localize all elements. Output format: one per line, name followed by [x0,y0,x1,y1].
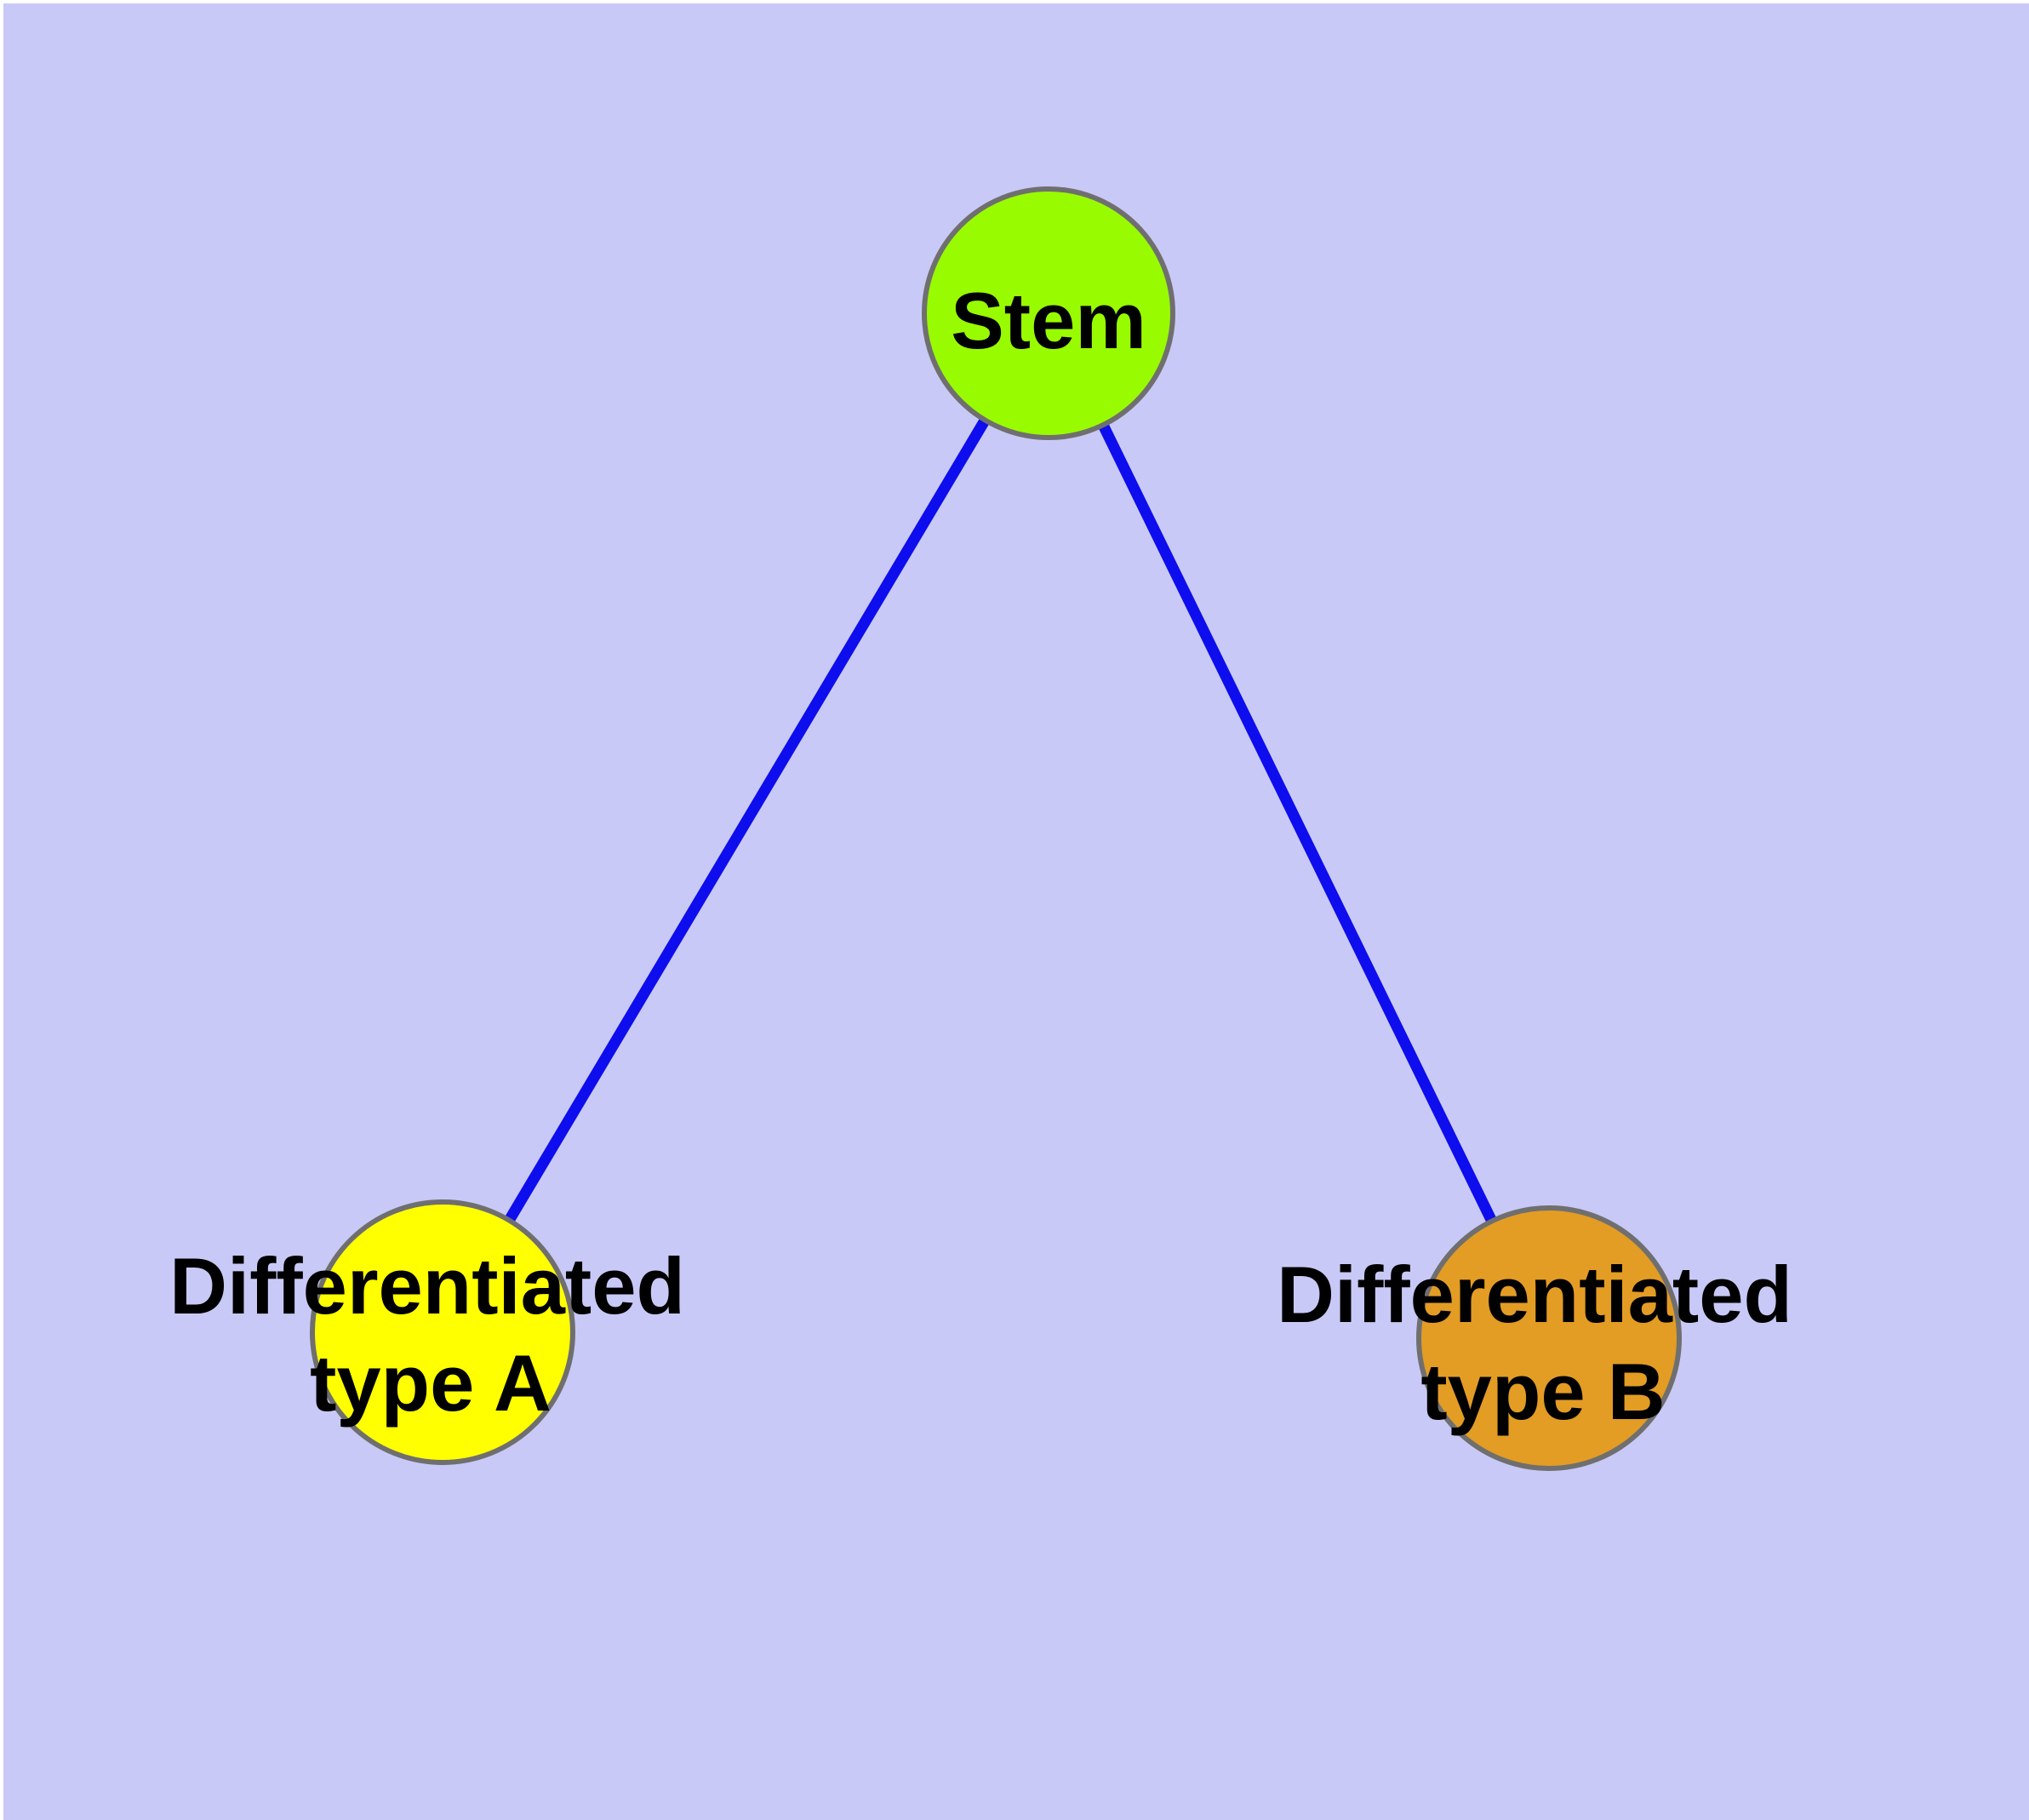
node-type-a-label-line1: Differentiated [169,1241,685,1331]
edge-stem-to-type-a [437,310,1054,1336]
node-type-b-label-line2: type B [1420,1347,1665,1436]
node-type-a-label-line2: type A [310,1338,552,1428]
node-differentiated-type-a [310,1199,575,1465]
node-stem [922,186,1175,440]
node-differentiated-type-b [1416,1205,1682,1471]
edge-stem-to-type-b [1043,311,1554,1341]
node-stem-label: Stem [951,276,1146,365]
node-type-b-label-line1: Differentiated [1277,1250,1792,1339]
